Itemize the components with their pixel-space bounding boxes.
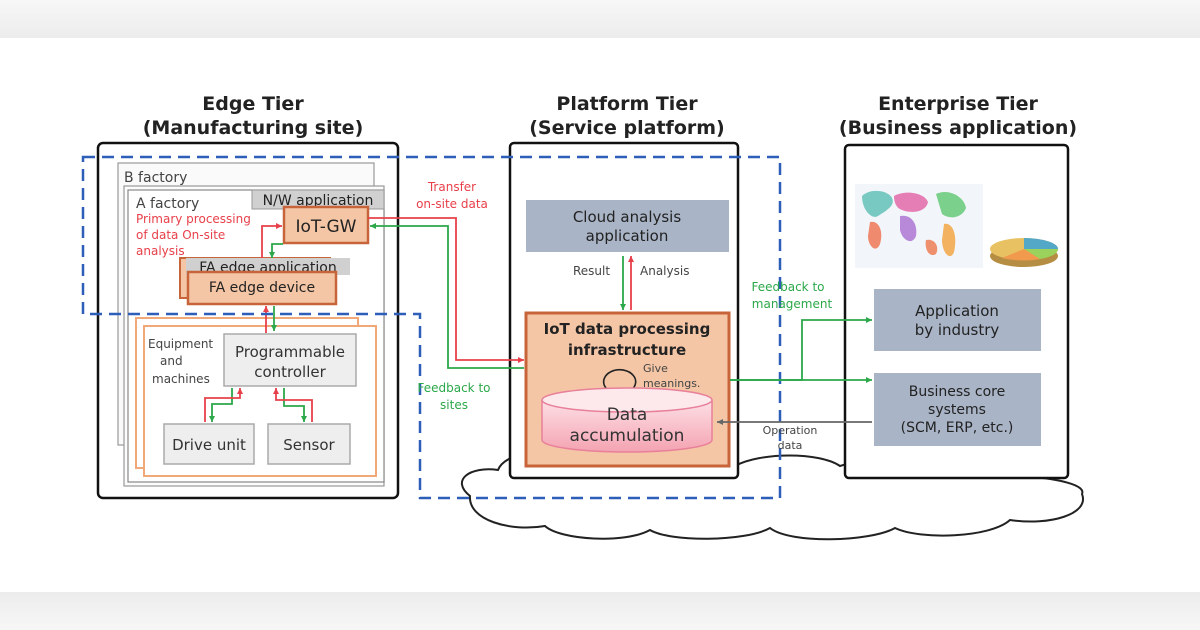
- data-accumulation-cylinder-top: [541, 387, 713, 413]
- feedback-sites-line1: Feedback to: [417, 381, 490, 395]
- iot-gw-box: [282, 205, 370, 245]
- enterprise-tier-title: Enterprise Tier: [878, 93, 1038, 115]
- bottom-band: [0, 592, 1200, 630]
- data-accumulation-cylinder: [541, 400, 713, 453]
- transfer-data-arrow: [368, 217, 524, 363]
- business-core-box: [874, 373, 1041, 446]
- edge-tier-subtitle: (Manufacturing site): [143, 117, 364, 139]
- give-meanings-loop-icon: [602, 368, 637, 393]
- give-meanings-line2: meanings.: [643, 377, 700, 390]
- give-meanings-line1: Give: [643, 362, 668, 375]
- transfer-line1: Transfer: [427, 180, 476, 194]
- fa-edge-device-label: FA edge device: [209, 280, 315, 296]
- iot-infra-line2: infrastructure: [568, 341, 686, 359]
- fa-edge-device-box: [186, 270, 338, 306]
- analysis-label: Analysis: [640, 264, 689, 278]
- platform-tier-title: Platform Tier: [556, 93, 698, 115]
- business-core-line1: Business core: [909, 384, 1006, 400]
- dashed-boundary: [81, 155, 782, 500]
- feedback-management-line2: management: [752, 297, 833, 311]
- application-by-industry-line2: by industry: [915, 321, 1000, 339]
- a-factory-label: A factory: [136, 196, 199, 212]
- gw-to-fa-arrow: [269, 243, 283, 258]
- iot-gw-label: IoT-GW: [296, 217, 357, 237]
- cloud-analysis-line1: Cloud analysis: [573, 208, 682, 226]
- equipment-line1: Equipment: [148, 337, 213, 351]
- cloud-analysis-line2: application: [586, 227, 669, 245]
- primary-processing-line2: of data On-site: [136, 228, 225, 242]
- feedback-sites-arrow: [370, 223, 524, 369]
- world-map-icon: [855, 184, 983, 268]
- equipment-line3: machines: [152, 372, 210, 386]
- business-core-line2: systems: [928, 402, 986, 418]
- operation-data-line2: data: [778, 439, 803, 452]
- iot-infra-line1: IoT data processing: [544, 320, 711, 338]
- drive-to-controller-arrow: [204, 388, 243, 422]
- result-label: Result: [573, 264, 610, 278]
- enterprise-tier-subtitle: (Business application): [839, 117, 1077, 139]
- nw-application-label: N/W application: [263, 193, 374, 209]
- feedback-management-line1: Feedback to: [751, 280, 824, 294]
- drive-unit-label: Drive unit: [172, 436, 246, 454]
- sensor-label: Sensor: [283, 436, 335, 454]
- controller-to-sensor-arrow: [283, 388, 307, 422]
- drive-unit-box: [163, 423, 255, 465]
- primary-processing-line3: analysis: [136, 244, 185, 258]
- cloud-analysis-app-box: [526, 200, 729, 252]
- platform-tier-subtitle: (Service platform): [529, 117, 724, 139]
- operation-data-line1: Operation: [763, 424, 818, 437]
- application-by-industry-line1: Application: [915, 302, 999, 320]
- pie-chart-icon: [990, 238, 1059, 267]
- programmable-controller-box: [223, 333, 357, 387]
- edge-tier-title: Edge Tier: [202, 93, 304, 115]
- equipment-line2: and: [160, 354, 183, 368]
- application-by-industry-box: [874, 289, 1041, 351]
- programmable-controller-line2: controller: [254, 363, 326, 381]
- transfer-line2: on-site data: [416, 197, 488, 211]
- sensor-box: [267, 423, 351, 465]
- top-band: [0, 0, 1200, 38]
- data-accumulation-line1: Data: [607, 405, 648, 425]
- fa-to-gw-arrow: [261, 223, 282, 258]
- controller-to-drive-arrow: [209, 388, 233, 422]
- business-core-line3: (SCM, ERP, etc.): [901, 420, 1014, 436]
- b-factory-label: B factory: [124, 170, 187, 186]
- sensor-to-controller-arrow: [273, 388, 313, 422]
- programmable-controller-line1: Programmable: [235, 343, 345, 361]
- data-accumulation-line2: accumulation: [570, 426, 685, 446]
- primary-processing-line1: Primary processing: [136, 212, 251, 226]
- feedback-sites-line2: sites: [440, 398, 468, 412]
